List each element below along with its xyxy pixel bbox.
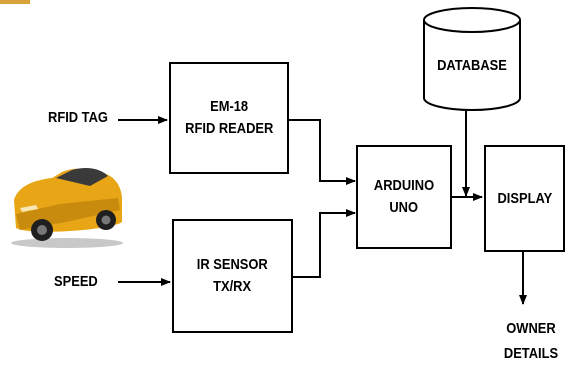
owner-details-line2: DETAILS — [503, 344, 559, 362]
arduino-line1: ARDUINO — [373, 177, 435, 195]
label-speed: SPEED — [54, 273, 98, 290]
rfid-reader-line2: RFID READER — [184, 120, 274, 137]
ir-sensor-line1: IR SENSOR — [197, 256, 268, 274]
car-icon — [11, 168, 123, 248]
top-strip — [0, 0, 30, 4]
display-label: DISPLAY — [497, 189, 552, 207]
arduino-block: ARDUINO UNO — [356, 145, 452, 249]
database-cylinder — [423, 7, 521, 111]
arrow-reader-to-arduino — [288, 119, 356, 185]
owner-details-line1: OWNER — [506, 320, 556, 337]
owner-details-label: OWNER DETAILS — [499, 317, 563, 367]
database-label: DATABASE — [437, 57, 507, 74]
rfid-reader-block: EM-18 RFID READER — [169, 62, 289, 174]
label-rfid-tag: RFID TAG — [48, 109, 108, 126]
rfid-reader-line1: EM-18 — [209, 98, 249, 116]
display-block: DISPLAY — [484, 145, 565, 252]
arduino-line2: UNO — [389, 199, 419, 216]
arrow-ir-to-arduino — [292, 209, 356, 278]
ir-sensor-block: IR SENSOR TX/RX — [172, 219, 293, 333]
ir-sensor-line2: TX/RX — [213, 278, 252, 295]
